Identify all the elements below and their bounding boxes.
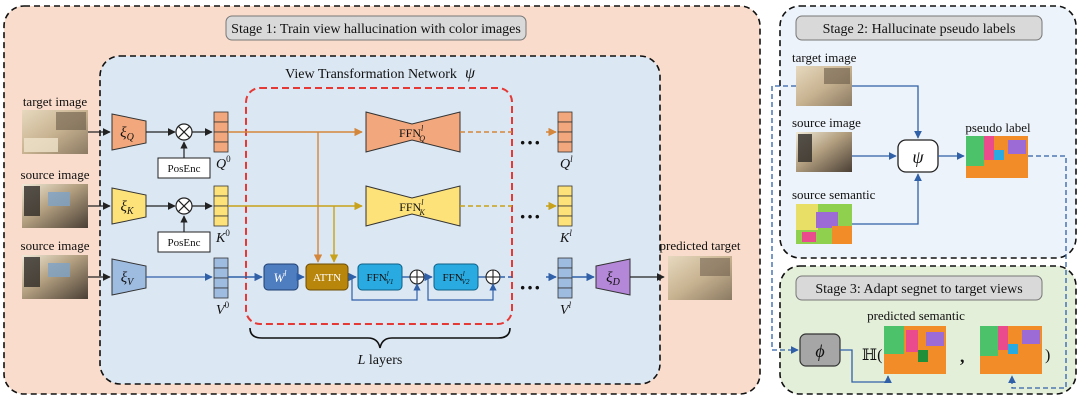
stage2-background [779, 5, 1077, 259]
posenc-q-box [157, 157, 211, 179]
token-stack-vl [557, 257, 573, 299]
svg-text:ξQ: ξQ [120, 125, 134, 143]
layers-brace [249, 327, 511, 349]
stage1-input-label-target: target image [23, 94, 88, 109]
ellipsis-q: ··· [519, 130, 541, 155]
token-k0-label: K0 [215, 228, 230, 246]
predicted-target-image [668, 256, 732, 300]
attn-block: ATTN [305, 263, 349, 291]
stage1-target-image [22, 110, 88, 154]
token-kl-label: Kl [559, 228, 572, 246]
svg-text:ϕ: ϕ [815, 341, 824, 361]
stage3-phi-to-pred [840, 349, 892, 384]
otimes-q [175, 123, 193, 141]
stage3-entropy: ℍ( [862, 347, 882, 364]
stage2-input-label-semantic: source semantic [792, 187, 876, 202]
stage3-close-paren: ) [1045, 347, 1050, 364]
posenc-k-box [157, 231, 211, 253]
ellipsis-v: ··· [519, 275, 541, 300]
predicted-semantic-image [884, 326, 946, 374]
stage1-input-label-source-1: source image [21, 167, 90, 182]
posenc-q-label: PosEnc [168, 163, 201, 175]
stage2-target-to-psi [852, 85, 922, 139]
layers-label: L layers [357, 353, 403, 368]
decoder-xi-d: ξD [595, 258, 631, 296]
token-stack-v0 [213, 257, 229, 299]
svg-text:ξV: ξV [121, 270, 135, 288]
stage2-source-semantic [796, 204, 852, 244]
posenc-k-label: PosEnc [168, 237, 201, 249]
stage2-panel: Stage 2: Hallucinate pseudo labels targe… [779, 5, 1077, 259]
w-block: Wl [263, 263, 299, 291]
stage3-phi-box: ϕ [799, 333, 841, 367]
residual-2 [427, 277, 497, 301]
token-stack-ql [557, 111, 573, 153]
stage3-panel: Stage 3: Adapt segnet to target views ϕ … [779, 265, 1077, 395]
residual-1 [351, 277, 421, 301]
token-stack-k0 [213, 185, 229, 227]
stage3-title: Stage 3: Adapt segnet to target views [815, 282, 1022, 297]
stage2-target-image [796, 66, 852, 106]
stage1-input-label-source-2: source image [21, 238, 90, 253]
svg-text:ξK: ξK [120, 199, 134, 217]
stage2-source-image [796, 132, 852, 172]
connector-pseudo-to-stage3 [1008, 155, 1067, 389]
stage3-title-box [795, 275, 1043, 301]
pseudo-label-image [966, 136, 1028, 178]
token-v0-label: V0 [216, 300, 230, 318]
token-stack-q0 [213, 111, 229, 153]
encoder-xi-v: ξV [111, 258, 147, 296]
stage2-semantic-to-psi [852, 173, 922, 225]
encoder-xi-k: ξK [111, 187, 147, 225]
stage3-predicted-label: predicted semantic [867, 308, 965, 323]
stage2-psi-box: ψ [897, 139, 939, 173]
encoder-xi-q: ξQ [111, 113, 147, 151]
oplus-2 [485, 269, 501, 285]
svg-text:ψ: ψ [912, 147, 924, 167]
stage3-comma: , [960, 346, 965, 366]
stage2-output-label: pseudo label [965, 120, 1031, 135]
token-stack-kl [557, 185, 573, 227]
stage2-title-box [795, 15, 1043, 41]
svg-text:ξD: ξD [606, 270, 620, 288]
otimes-k [175, 197, 193, 215]
stage1-output-label: predicted target [660, 238, 741, 253]
svg-text:Wl: Wl [273, 269, 287, 285]
stage1-title-box [225, 15, 527, 41]
token-q0-label: Q0 [216, 154, 231, 172]
stage1-source-image-1 [22, 184, 88, 228]
stage1-title: Stage 1: Train view hallucination with c… [231, 22, 521, 37]
svg-text:ATTN: ATTN [313, 272, 341, 284]
stage2-input-label-source: source image [792, 115, 861, 130]
stage3-pseudo-label-image [980, 326, 1042, 374]
stage2-input-label-target: target image [792, 50, 857, 65]
ellipsis-k: ··· [519, 204, 541, 229]
token-ql-label: Ql [560, 154, 573, 172]
stage1-panel: Stage 1: Train view hallucination with c… [3, 5, 761, 395]
stage2-title: Stage 2: Hallucinate pseudo labels [823, 22, 1016, 37]
oplus-1 [409, 269, 425, 285]
token-vl-label: Vl [560, 300, 572, 318]
stage1-source-image-2 [22, 255, 88, 299]
connector-target-to-phi [771, 85, 799, 354]
